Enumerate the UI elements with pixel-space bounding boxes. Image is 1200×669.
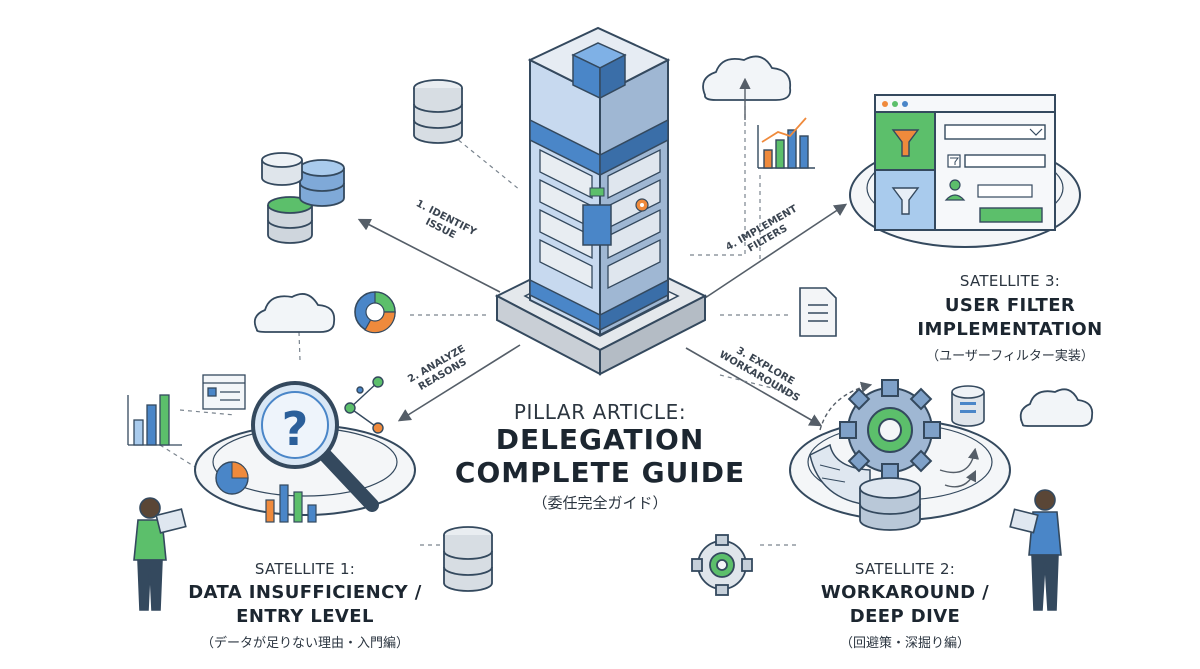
database-icon (859, 477, 921, 531)
cloud-icon (702, 55, 792, 101)
satellite-2-illustration (691, 379, 1094, 611)
database-icon (443, 526, 493, 592)
cloud-icon (253, 293, 336, 333)
database-icon (413, 79, 463, 144)
pillar-subtitle: （委任完全ガイド） (532, 494, 668, 512)
person-with-tablet (1009, 489, 1062, 611)
bar-chart-icon (265, 484, 317, 523)
pillar-server-tower (494, 26, 708, 376)
gear-icon (839, 379, 941, 481)
satellite-2-subtitle: （回避策・深掘り編） (839, 636, 970, 651)
donut-chart-icon (354, 291, 396, 334)
satellite-1-label: SATELLITE 1: (254, 560, 356, 578)
satellite-3-title-line2: IMPLEMENTATION (917, 319, 1103, 340)
satellite-2-label: SATELLITE 2: (854, 560, 956, 578)
satellite-1-title-line2: ENTRY LEVEL (236, 606, 374, 627)
satellite-1-illustration: ? (127, 152, 493, 611)
satellite-3-illustration (849, 94, 1081, 248)
person-with-tablet (133, 497, 187, 611)
document-icon (799, 287, 837, 337)
satellite-3-subtitle: （ユーザーフィルター実装） (926, 349, 1094, 364)
satellite-2-title-line1: WORKAROUND / (820, 582, 990, 603)
satellite-3-label: SATELLITE 3: (959, 272, 1061, 290)
magnifier-question-icon: ? (251, 381, 379, 512)
arrow-to-satellite-1-low (397, 344, 521, 422)
pillar-title-line3: COMPLETE GUIDE (454, 456, 746, 489)
pillar-title-line2: DELEGATION (495, 423, 705, 456)
satellite-2-title-line2: DEEP DIVE (849, 606, 961, 627)
pillar-title-line1: PILLAR ARTICLE: (513, 400, 687, 424)
network-nodes-icon (344, 376, 384, 434)
satellite-1-title-line1: DATA INSUFFICIENCY / (188, 582, 422, 603)
gear-icon (691, 534, 753, 596)
cloud-icon (1019, 388, 1094, 427)
satellite-1-subtitle: （データが足りない理由・入門編） (200, 636, 409, 651)
filter-app-window-icon (874, 94, 1056, 231)
arrow-to-satellite-1-top (357, 218, 501, 293)
bar-chart-icon (757, 117, 815, 169)
connection-arrows (357, 203, 848, 427)
arrow-to-satellite-3 (704, 203, 848, 299)
bar-chart-icon (127, 394, 182, 446)
database-icon (261, 152, 345, 244)
browser-window-icon (202, 374, 246, 410)
svg-text:?: ? (282, 402, 309, 456)
arrow-to-satellite-2 (685, 347, 823, 427)
satellite-3-title-line1: USER FILTER (944, 295, 1076, 316)
database-icon (951, 385, 985, 427)
pie-chart-icon (215, 461, 249, 495)
